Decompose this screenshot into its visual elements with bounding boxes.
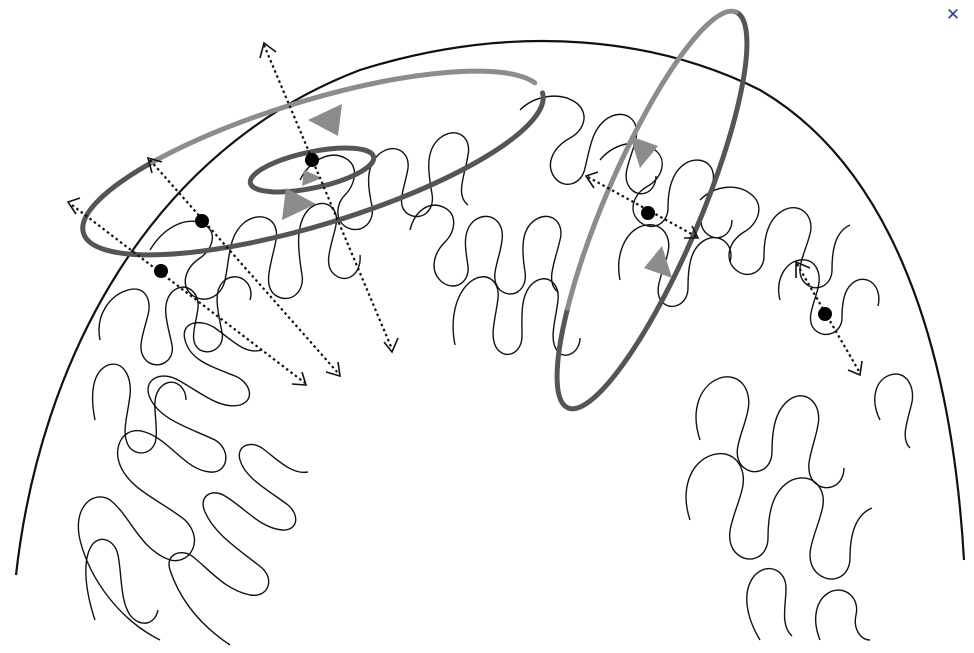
dipole-3-line <box>264 45 392 349</box>
cortex-folds <box>78 96 912 645</box>
left-small-loop <box>247 139 378 200</box>
gyrus-right-lower <box>696 377 844 488</box>
gyrus-right-upper-inner <box>779 260 879 335</box>
source-4 <box>641 206 655 220</box>
gyrus-left-upper <box>99 277 251 365</box>
gyrus-central-deep <box>410 205 561 294</box>
gyrus-left-lower <box>78 323 262 640</box>
gyrus-right-mid <box>619 225 731 307</box>
source-2 <box>195 214 209 228</box>
dipole-4-line <box>588 177 697 237</box>
dipole-2-line <box>150 160 338 373</box>
dipole-5-head-b <box>848 361 862 375</box>
dipole-1-line <box>72 205 305 383</box>
left-loop-arrow-top <box>308 104 342 136</box>
close-icon[interactable]: ✕ <box>942 4 964 26</box>
source-1 <box>154 264 168 278</box>
gyrus-right-upper <box>700 187 850 288</box>
source-5 <box>818 307 832 321</box>
dipole-2-head-b <box>326 362 340 376</box>
source-3 <box>305 153 319 167</box>
dipole-4-head-a <box>586 172 598 188</box>
gyrus-left-lower-inner <box>169 444 308 645</box>
right-loop-arrow-top <box>630 136 658 168</box>
